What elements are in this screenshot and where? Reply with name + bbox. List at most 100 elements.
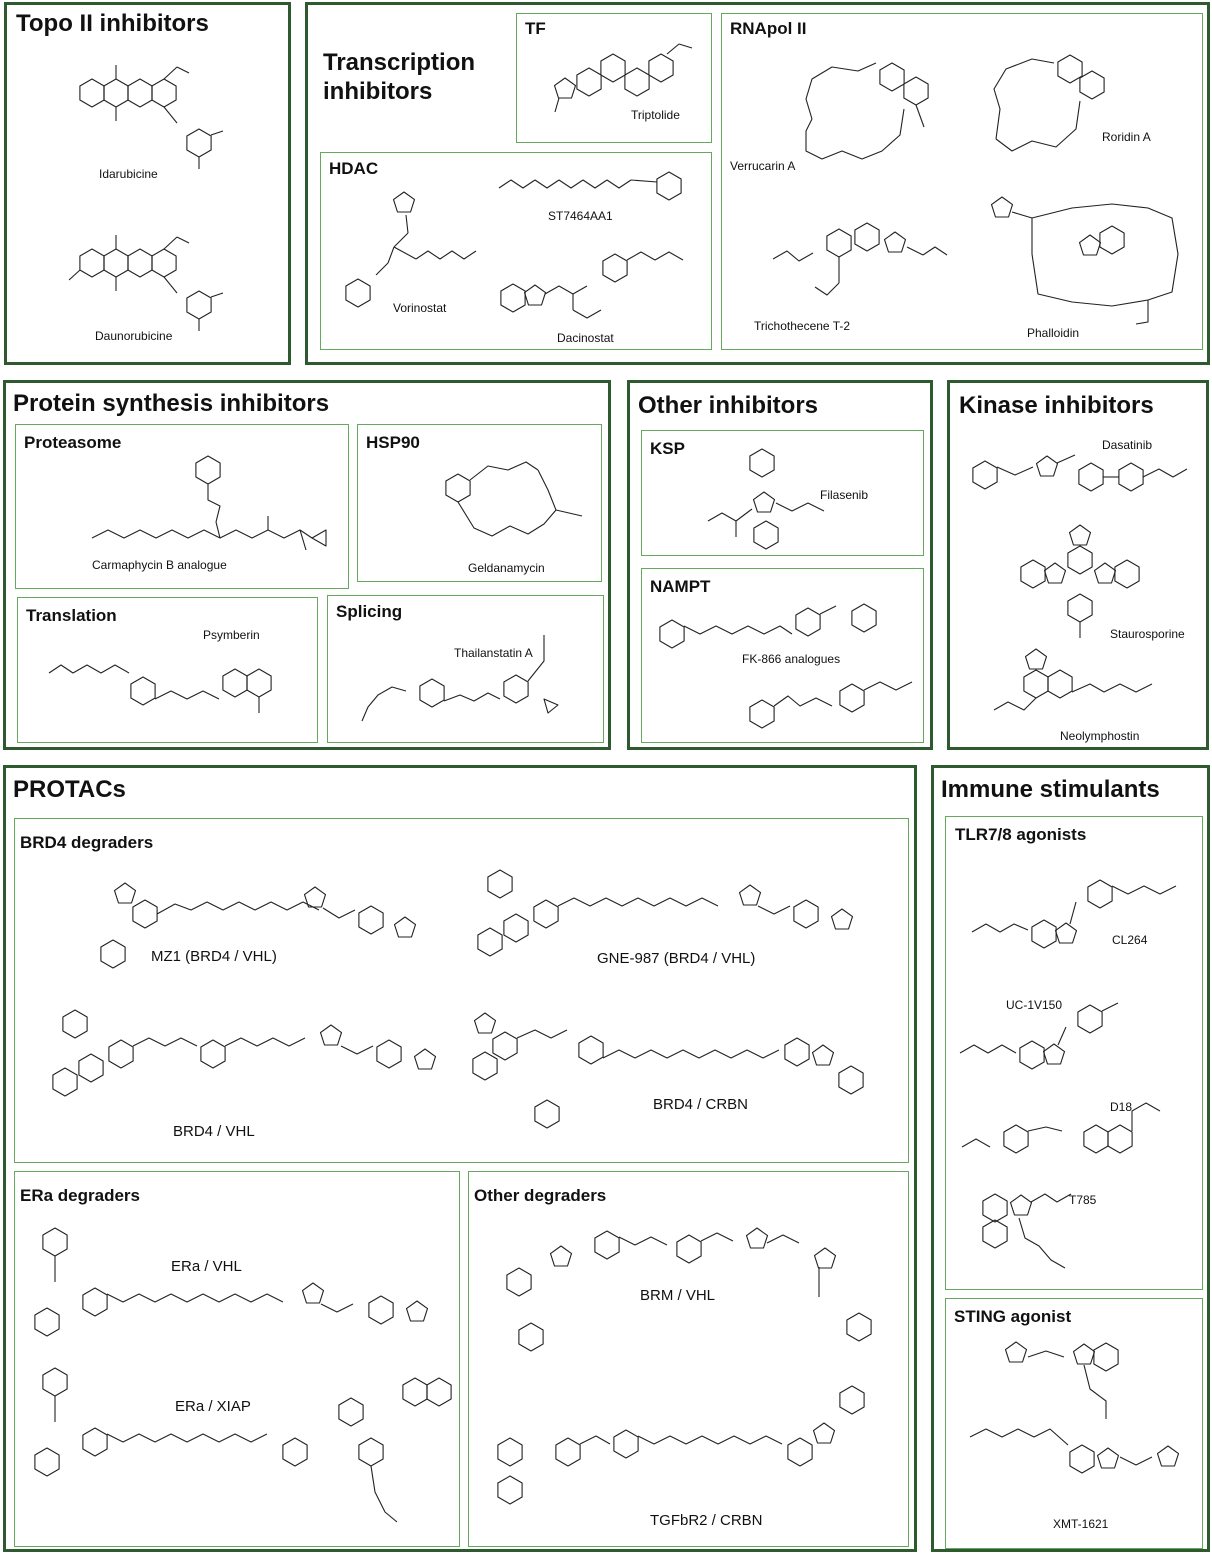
compound-label: Verrucarin A: [730, 159, 796, 173]
structure-t785: [982, 1193, 1072, 1269]
compound-label: UC-1V150: [1006, 998, 1063, 1012]
subpanel-splicing: Splicing Thailanstatin A: [327, 595, 604, 743]
subpanel-title: BRD4 degraders: [20, 833, 154, 852]
structure-uc-1v150: [959, 1002, 1119, 1070]
compound-label: Dasatinib: [1102, 438, 1153, 452]
compound-label: T785: [1069, 1193, 1097, 1207]
structure-geldanamycin: [445, 461, 583, 537]
panel-title: Protein synthesis inhibitors: [13, 390, 330, 417]
subpanel-proteasome: Proteasome Carmaphycin B analogue: [15, 424, 349, 589]
panel-immune-stimulants: Immune stimulants TLR7/8 agonists CL264 …: [931, 765, 1210, 1552]
panel-topo-ii: Topo II inhibitors Idarubicine Daunorubi…: [4, 2, 291, 365]
structure-fk866-analogue-2: [749, 681, 913, 729]
compound-label: MZ1 (BRD4 / VHL): [151, 948, 277, 965]
structure-tgfbr2-crbn: [497, 1385, 865, 1505]
compound-label: GNE-987 (BRD4 / VHL): [597, 950, 756, 967]
subpanel-title: Other degraders: [474, 1186, 607, 1205]
structure-psymberin: [48, 664, 272, 713]
compound-label: ERa / XIAP: [175, 1398, 251, 1415]
subpanel-tlr7-8-agonists: TLR7/8 agonists CL264 UC-1V150 D18 T785: [945, 816, 1203, 1290]
subpanel-hdac: HDAC ST7464AA1 Vorinostat Dacinostat: [320, 152, 712, 350]
subpanel-sting-agonist: STING agonist XMT-1621: [945, 1298, 1203, 1549]
subpanel-title: KSP: [650, 439, 685, 458]
structure-era-vhl: [34, 1227, 429, 1337]
compound-label: CL264: [1112, 933, 1148, 947]
subpanel-title: TF: [525, 19, 546, 38]
structure-xmt-1621: [969, 1341, 1180, 1474]
compound-label: Psymberin: [203, 628, 260, 642]
panel-title-line2: inhibitors: [323, 78, 433, 105]
subpanel-translation: Translation Psymberin: [17, 597, 318, 743]
structure-cl264: [971, 879, 1177, 949]
structure-filasenib: [707, 448, 825, 550]
panel-title: Immune stimulants: [941, 776, 1160, 803]
compound-label: Neolymphostin: [1060, 729, 1140, 743]
subpanel-title: STING agonist: [954, 1307, 1072, 1326]
compound-label: Carmaphycin B analogue: [92, 558, 227, 572]
structure-idarubicine: [79, 65, 224, 169]
structure-gne-987: [477, 869, 854, 957]
structure-neolymphostin: [993, 648, 1153, 711]
compound-label: Daunorubicine: [95, 329, 173, 343]
structure-triptolide: [553, 43, 693, 113]
panel-title: Other inhibitors: [638, 392, 818, 419]
compound-label: BRD4 / VHL: [173, 1123, 255, 1140]
compound-label: Triptolide: [631, 108, 680, 122]
subpanel-nampt: NAMPT FK-866 analogues: [641, 568, 924, 743]
structure-mz1: [100, 882, 417, 969]
structure-trichothecene-t2: [772, 222, 948, 296]
structure-era-xiap: [34, 1367, 452, 1523]
compound-label: Phalloidin: [1027, 326, 1080, 340]
structure-daunorubicine: [68, 235, 224, 331]
structure-d18: [961, 1102, 1161, 1154]
structure-vorinostat: [498, 171, 682, 201]
structure-st7464aa1: [345, 191, 477, 308]
subpanel-title: NAMPT: [650, 577, 711, 596]
structure-carmaphycin-b-analogue: [91, 455, 327, 551]
subpanel-title: Translation: [26, 606, 117, 625]
structure-roridin-a: [993, 54, 1105, 152]
panel-transcription-inhibitors: Transcription inhibitors TF Triptolide H…: [305, 2, 1210, 365]
panel-kinase-inhibitors: Kinase inhibitors Dasatinib Staurosporin…: [947, 380, 1209, 750]
structure-dacinostat: [500, 251, 684, 319]
compound-label: ERa / VHL: [171, 1258, 242, 1275]
subpanel-tf: TF Triptolide: [516, 13, 712, 143]
panel-protein-synthesis-inhibitors: Protein synthesis inhibitors Proteasome …: [3, 380, 611, 750]
subpanel-title: ERa degraders: [20, 1186, 140, 1205]
compound-label: Filasenib: [820, 488, 869, 502]
subpanel-title: RNApol II: [730, 19, 807, 38]
structure-brm-vhl: [506, 1227, 872, 1352]
subpanel-title: Proteasome: [24, 433, 122, 452]
subpanel-ksp: KSP Filasenib: [641, 430, 924, 556]
compound-label: TGFbR2 / CRBN: [650, 1512, 763, 1529]
compound-label: D18: [1110, 1100, 1133, 1114]
panel-title: Topo II inhibitors: [16, 10, 209, 37]
subpanel-era-degraders: ERa degraders ERa / VHL ERa / XIAP: [14, 1171, 460, 1547]
subpanel-title: Splicing: [336, 602, 403, 621]
compound-label: ST7464AA1: [548, 209, 613, 223]
panel-title-line1: Transcription: [323, 49, 476, 76]
compound-label: BRM / VHL: [640, 1287, 716, 1304]
compound-label: Staurosporine: [1110, 627, 1185, 641]
subpanel-other-degraders: Other degraders BRM / VHL TGFbR2 / CRBN: [468, 1171, 909, 1547]
panel-protacs: PROTACs BRD4 degraders MZ1 (BRD4 / VHL) …: [3, 765, 917, 1552]
structure-phalloidin: [990, 196, 1179, 325]
structure-fk866-analogue-1: [659, 603, 877, 649]
compound-label: Idarubicine: [99, 167, 158, 181]
compound-label: Roridin A: [1102, 130, 1151, 144]
compound-label: Thailanstatin A: [454, 646, 533, 660]
compound-label: Geldanamycin: [468, 561, 545, 575]
compound-label: Trichothecene T-2: [754, 319, 851, 333]
subpanel-rnapol-ii: RNApol II Verrucarin A Roridin A Trichot…: [721, 13, 1203, 350]
subpanel-title: TLR7/8 agonists: [955, 825, 1087, 844]
subpanel-brd4-degraders: BRD4 degraders MZ1 (BRD4 / VHL) GNE-987 …: [14, 818, 909, 1163]
structure-thailanstatin-a: [361, 635, 559, 722]
subpanel-title: HSP90: [366, 433, 420, 452]
subpanel-hsp90: HSP90 Geldanamycin: [357, 424, 602, 582]
compound-label: BRD4 / CRBN: [653, 1096, 749, 1113]
structure-dasatinib: [972, 454, 1188, 492]
panel-other-inhibitors: Other inhibitors KSP Filasenib NAMPT FK-…: [627, 380, 933, 750]
compound-label: FK-866 analogues: [742, 652, 841, 666]
compound-label: XMT-1621: [1053, 1517, 1109, 1531]
structure-brd4-crbn: [472, 1012, 864, 1129]
